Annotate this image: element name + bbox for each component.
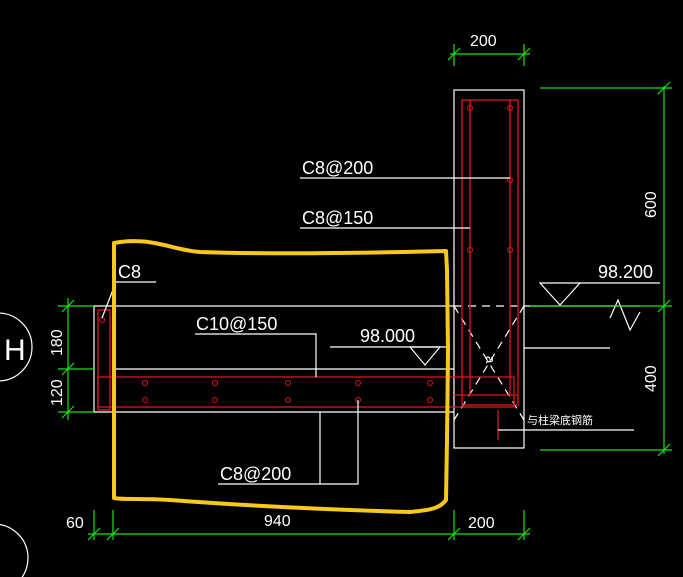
dim-slab-bottom-text: 120 <box>49 379 66 406</box>
dimensions <box>58 44 672 541</box>
beam-dot <box>285 397 291 403</box>
dim-bottom-height-text: 400 <box>643 365 660 392</box>
dim-bottom <box>87 510 531 541</box>
beam-dot <box>427 397 433 403</box>
beam-dot <box>427 380 433 386</box>
leader-slab-bottom <box>218 400 359 485</box>
col-dot <box>467 247 473 253</box>
highlight-outline <box>112 239 450 514</box>
label-col-tie: C8@150 <box>302 208 373 228</box>
beam-dot <box>142 380 148 386</box>
dim-left-offset-text: 60 <box>66 515 84 532</box>
axis-bubbles: H <box>0 312 33 577</box>
label-marker: a <box>483 356 498 364</box>
rebar <box>97 99 519 440</box>
left-dot <box>99 317 105 323</box>
dim-slab-top-text: 180 <box>49 329 66 356</box>
dim-right <box>530 81 672 457</box>
label-slab-top-bar: C10@150 <box>196 314 277 334</box>
col-dot <box>507 105 513 111</box>
column-outline <box>453 89 525 449</box>
col-dot <box>467 105 473 111</box>
dim-top-text: 200 <box>470 33 497 50</box>
beam-stirrup <box>97 376 515 408</box>
col-dot <box>507 247 513 253</box>
label-note: 与柱梁底钢筋 <box>527 413 593 427</box>
leader-slab-top <box>195 333 317 377</box>
elev-symbol-right <box>538 282 582 306</box>
label-slab-bottom-bar: C8@200 <box>220 464 291 484</box>
dim-right-width-text: 200 <box>468 515 495 532</box>
label-elev-right: 98.200 <box>598 262 653 282</box>
dim-left <box>58 298 94 420</box>
label-elev-left: 98.000 <box>360 326 415 346</box>
label-left-bar: C8 <box>118 262 141 282</box>
leaders <box>101 177 660 485</box>
concrete-outline <box>93 89 641 449</box>
left-end-bar <box>97 309 111 411</box>
annotations: C8@200 C8@150 C8 C10@150 C8@200 98.200 9… <box>118 158 653 484</box>
break-mark <box>609 298 641 332</box>
beam-dot <box>212 397 218 403</box>
beam-dot <box>285 380 291 386</box>
beam-dot <box>355 380 361 386</box>
axis-label-top: H <box>4 334 26 367</box>
dim-span-text: 940 <box>264 513 291 530</box>
dim-top <box>447 44 531 66</box>
dim-column-height-text: 600 <box>643 191 660 218</box>
elev-symbol-left <box>408 346 442 366</box>
dimension-text: 200 600 400 180 120 60 940 200 <box>49 33 660 532</box>
axis-bubble-bottom <box>0 523 29 577</box>
label-col-stirrup: C8@200 <box>302 158 373 178</box>
beam-dot <box>142 397 148 403</box>
column-stirrup <box>461 99 519 406</box>
beam-dot <box>212 380 218 386</box>
axis-bubble-top <box>0 312 33 382</box>
